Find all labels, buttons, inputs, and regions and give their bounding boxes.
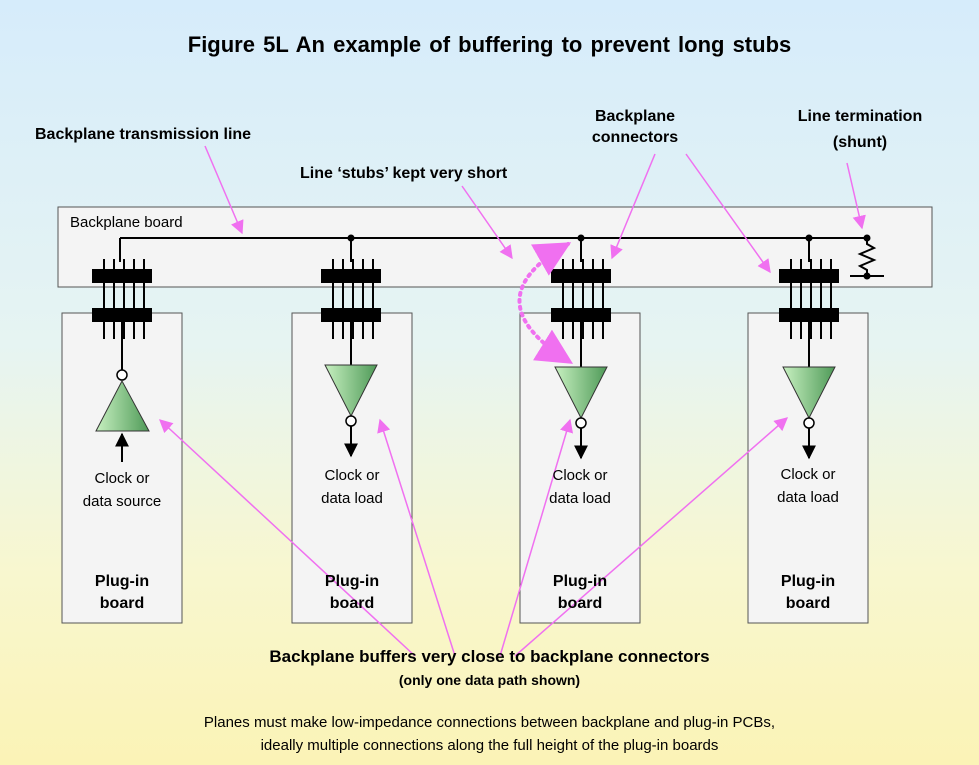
connector-2	[321, 259, 381, 339]
board-4-desc-2: data load	[777, 489, 839, 506]
arrow-buffer-2	[377, 418, 456, 657]
board-3-desc-2: data load	[549, 490, 611, 507]
label-connectors-2: connectors	[591, 129, 679, 146]
board-2-name-2: board	[329, 595, 375, 612]
buffer-load-3	[554, 322, 608, 460]
figure-title: Figure 5L An example of buffering to pre…	[187, 32, 792, 57]
board-4-name-1: Plug-in	[780, 573, 836, 590]
arrow-buffer-1	[159, 419, 416, 657]
board-4-desc-1: Clock or	[780, 466, 836, 483]
buffer-source-1	[95, 322, 150, 462]
board-1-desc-2: data source	[82, 493, 162, 510]
arrow-connector-4	[685, 153, 771, 274]
label-stubs: Line ‘stubs’ kept very short	[300, 165, 508, 182]
arrow-termination	[846, 162, 866, 230]
backplane-connectors	[92, 259, 839, 339]
footer-line-2: ideally multiple connections along the f…	[260, 737, 719, 754]
arrow-transmission-line	[204, 145, 244, 235]
board-3-name-1: Plug-in	[552, 573, 608, 590]
buffer-load-4	[782, 322, 836, 460]
board-1-name-2: board	[99, 595, 145, 612]
footer-line-1: Planes must make low-impedance connectio…	[203, 714, 776, 731]
label-connectors-1: Backplane	[594, 108, 676, 125]
arrow-buffer-4	[514, 417, 789, 657]
label-backplane-board: Backplane board	[70, 214, 183, 231]
board-3-desc-1: Clock or	[552, 467, 608, 484]
termination-resistor	[850, 238, 884, 277]
connector-4	[779, 259, 839, 339]
stub-length-indicator	[517, 242, 574, 364]
label-transmission-line: Backplane transmission line	[35, 126, 252, 143]
line-stubs	[119, 238, 810, 262]
buffers-note-2: (only one data path shown)	[398, 672, 581, 688]
callout-arrows	[159, 145, 866, 657]
board-2-desc-2: data load	[321, 490, 383, 507]
board-1-name-1: Plug-in	[94, 573, 150, 590]
board-2-name-1: Plug-in	[324, 573, 380, 590]
arrow-stubs	[461, 185, 513, 260]
label-termination-2: (shunt)	[832, 134, 888, 151]
buffer-load-2	[324, 322, 378, 458]
board-1-desc-1: Clock or	[94, 470, 150, 487]
connector-1	[92, 259, 152, 339]
arrow-buffer-3	[499, 418, 574, 657]
label-termination-1: Line termination	[797, 108, 923, 125]
board-2-desc-1: Clock or	[324, 467, 380, 484]
board-3-name-2: board	[557, 595, 603, 612]
buffers-note-1: Backplane buffers very close to backplan…	[269, 647, 710, 666]
arrow-connector-3	[610, 153, 656, 260]
board-4-name-2: board	[785, 595, 831, 612]
